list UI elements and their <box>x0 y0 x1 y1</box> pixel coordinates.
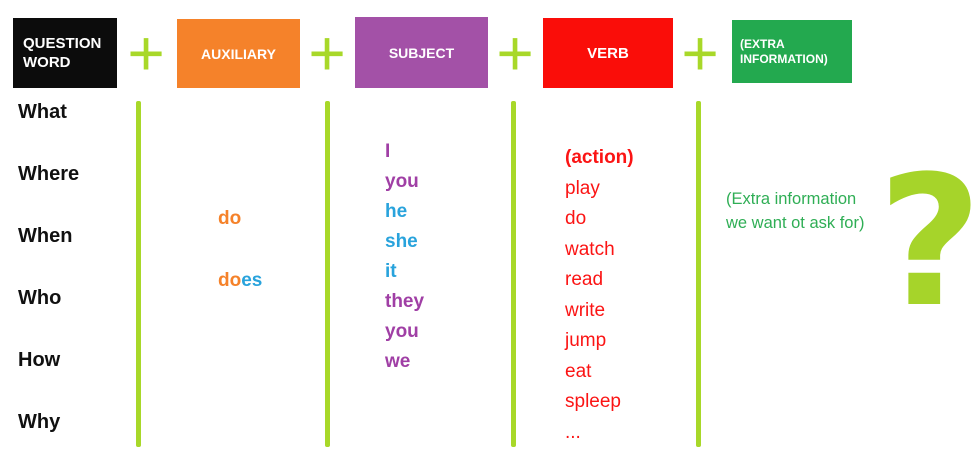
auxiliary-does: does <box>218 268 262 294</box>
question-words-column: What Where When Who How Why <box>18 81 79 453</box>
subject-pronoun: I <box>385 141 391 162</box>
subject-column: I you he she it they you we <box>385 137 424 377</box>
extra-information-note: (Extra information we want ot ask for) <box>726 187 864 235</box>
column-divider <box>511 101 516 447</box>
verb-example: spleep <box>565 391 621 412</box>
question-word: When <box>18 224 73 247</box>
verb-column: (action) play do watch read write jump e… <box>565 143 634 448</box>
verb-example: do <box>565 208 587 229</box>
subject-pronoun: they <box>385 291 425 312</box>
question-word: How <box>18 348 61 371</box>
header-box-extra-information: (EXTRA INFORMATION) <box>732 20 852 83</box>
header-box-question-word: QUESTION WORD <box>13 18 117 88</box>
header-box-subject: SUBJECT <box>355 17 488 88</box>
question-mark-icon: ? <box>877 138 980 347</box>
question-word: What <box>18 100 67 123</box>
header-box-verb: VERB <box>543 18 673 88</box>
question-word: Where <box>18 162 80 185</box>
verb-example: jump <box>565 330 607 351</box>
column-divider <box>696 101 701 447</box>
subject-pronoun: we <box>385 351 411 372</box>
extra-information-line2: we want ot ask for) <box>726 214 865 232</box>
verb-example: play <box>565 177 600 199</box>
plus-icon: + <box>496 17 534 89</box>
plus-icon: + <box>681 17 719 89</box>
verb-heading: (action) <box>565 147 634 168</box>
auxiliary-does-suffix: es <box>241 270 263 291</box>
subject-pronoun: you <box>385 171 419 192</box>
question-word: Why <box>18 410 61 433</box>
header-box-auxiliary-label: AUXILIARY <box>201 45 276 62</box>
auxiliary-does-stem: do <box>218 270 242 291</box>
verb-example: read <box>565 269 604 290</box>
header-box-auxiliary: AUXILIARY <box>177 19 300 88</box>
verb-example: write <box>565 299 606 321</box>
plus-icon: + <box>127 17 165 89</box>
auxiliary-do: do <box>218 208 242 229</box>
question-word: Who <box>18 286 62 309</box>
subject-pronoun: it <box>385 261 397 282</box>
subject-pronoun: you <box>385 321 419 342</box>
header-box-question-word-label: QUESTION WORD <box>23 35 102 71</box>
header-box-verb-label: VERB <box>587 44 629 62</box>
subject-pronoun: she <box>385 231 418 252</box>
verb-ellipsis: ... <box>565 421 581 443</box>
plus-icon: + <box>308 17 346 89</box>
verb-example: eat <box>565 360 592 382</box>
extra-information-line1: (Extra information <box>726 190 857 208</box>
verb-example: watch <box>565 238 615 260</box>
subject-pronoun: he <box>385 201 408 222</box>
header-box-extra-information-label: (EXTRA INFORMATION) <box>740 36 828 66</box>
column-divider <box>325 101 330 447</box>
column-divider <box>136 101 141 447</box>
header-box-subject-label: SUBJECT <box>388 44 455 61</box>
